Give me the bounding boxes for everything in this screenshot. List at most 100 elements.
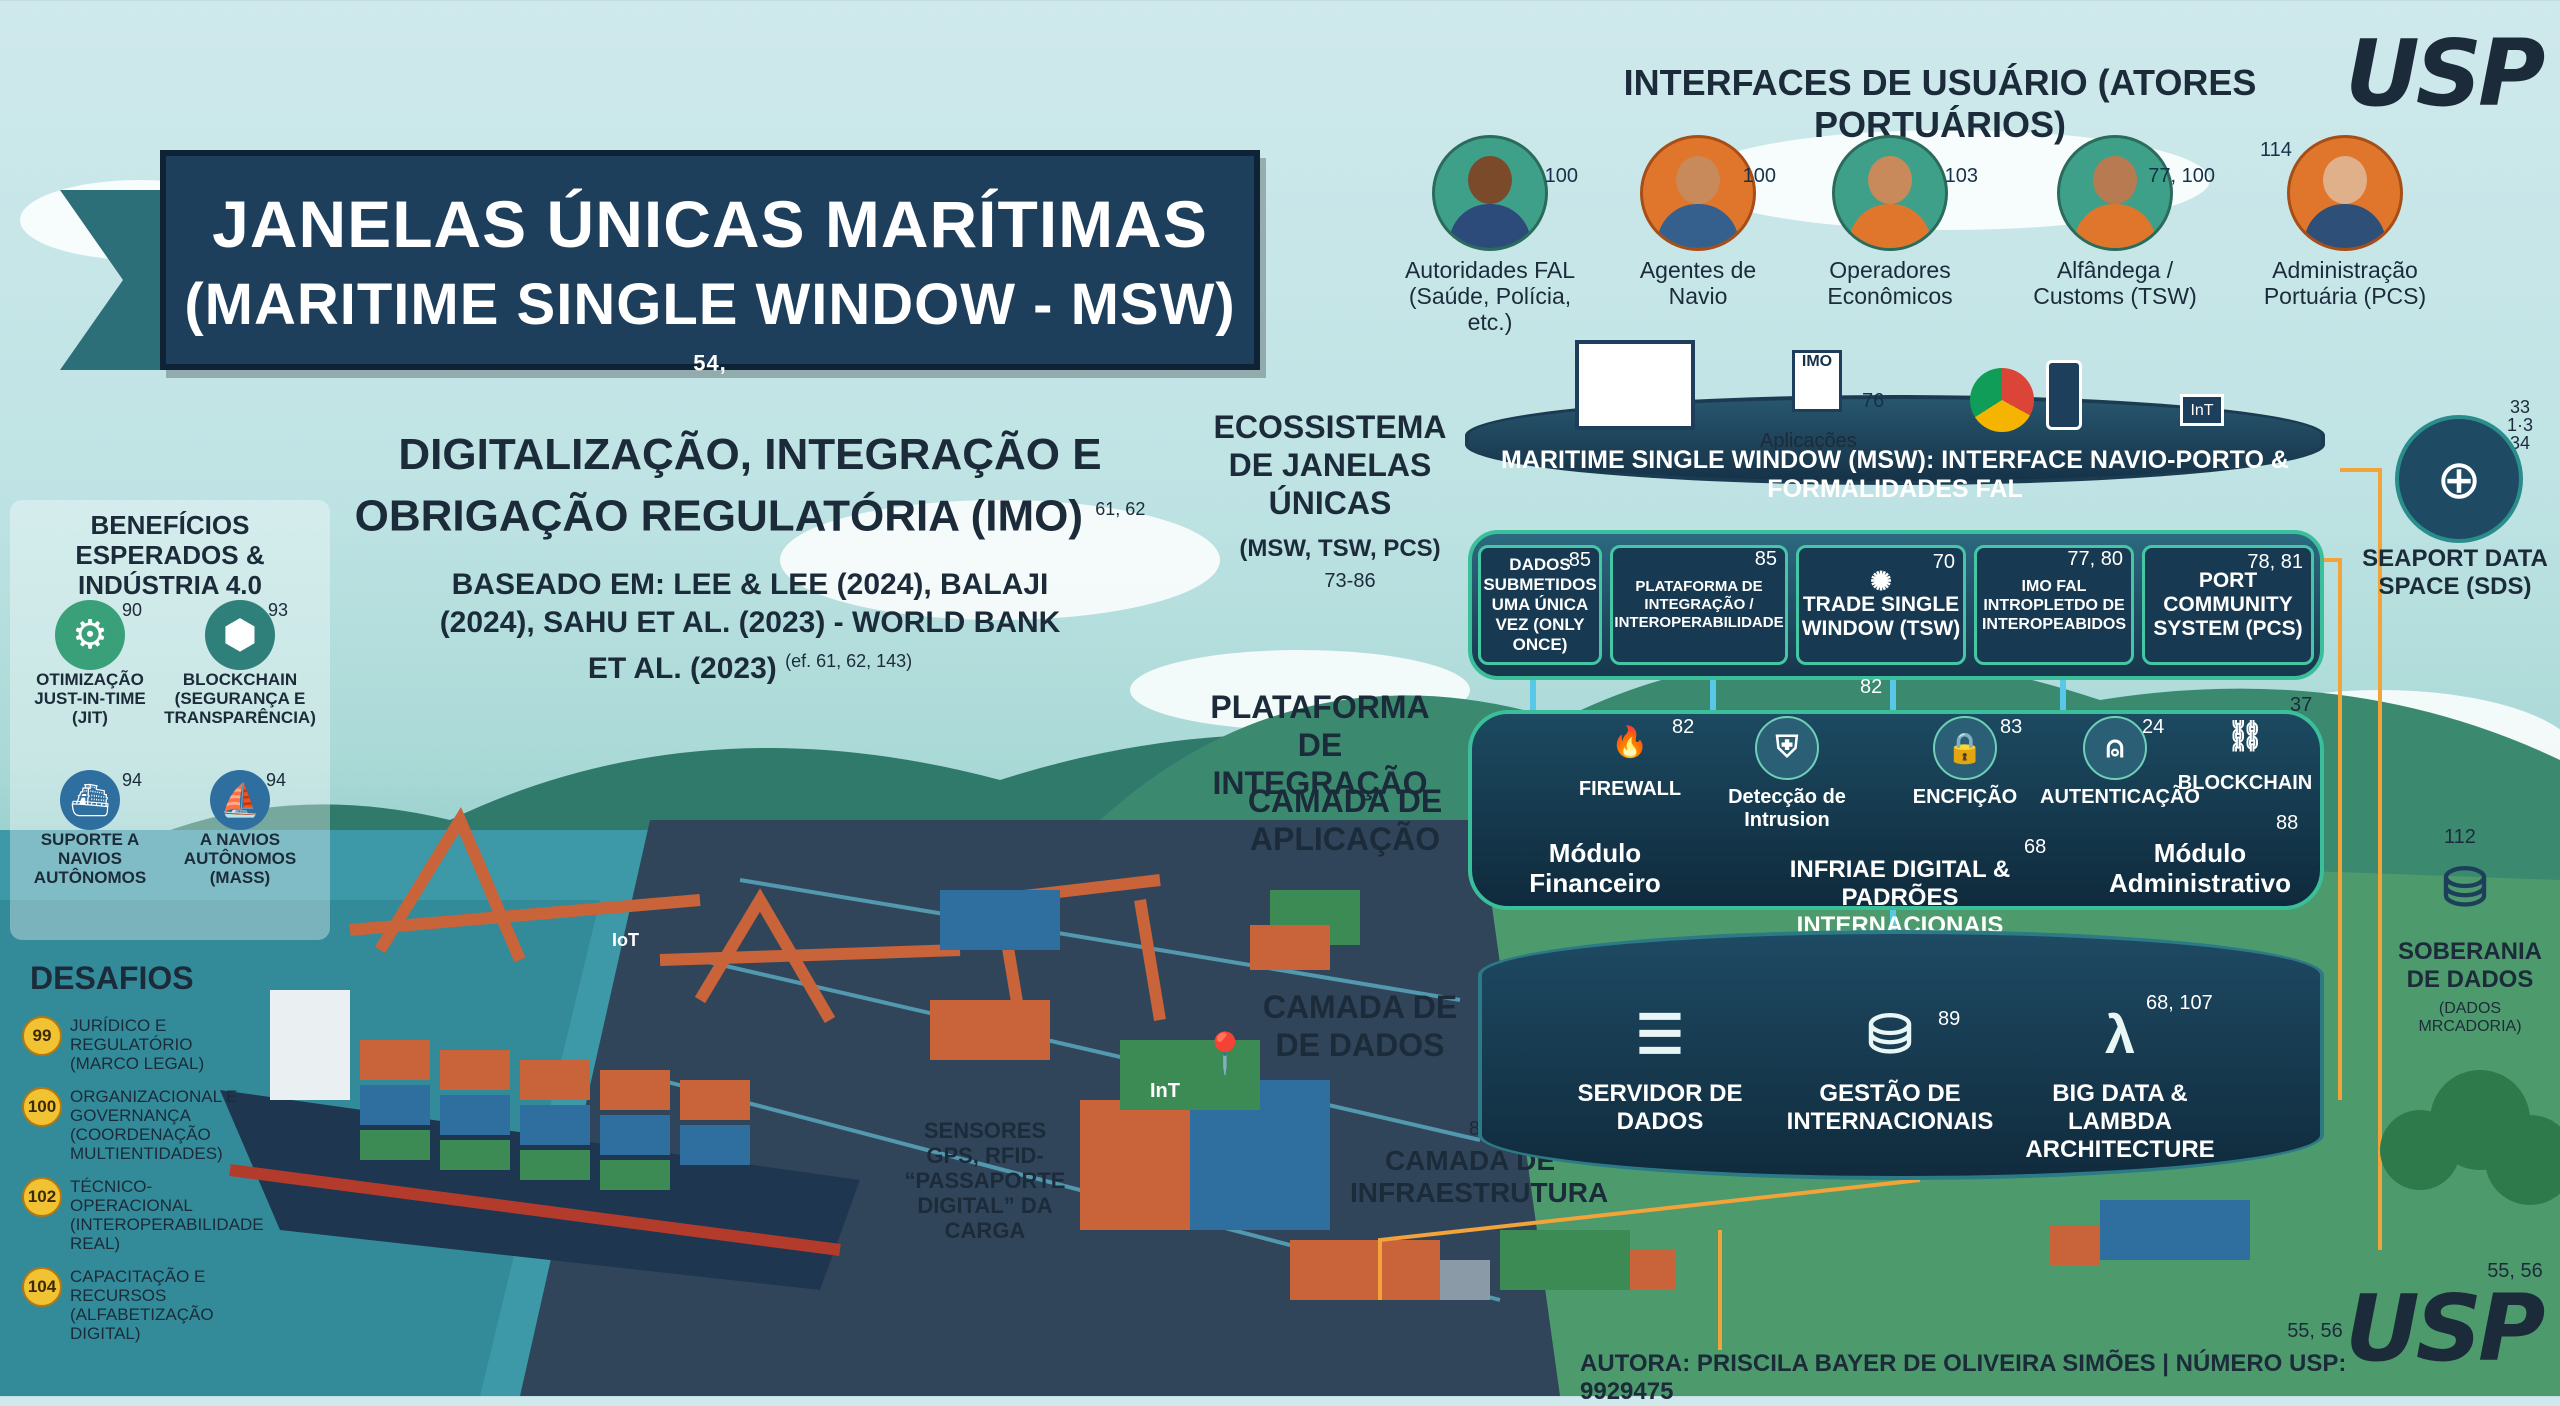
challenge-num: 104 xyxy=(22,1267,62,1307)
benefit-num: 94 xyxy=(266,770,287,790)
eco-num: 78, 81 xyxy=(2247,551,2303,573)
eco-text: DADOS SUBMETIDOS UMA ÚNICA VEZ (ONLY ONC… xyxy=(1483,555,1597,654)
mobile-icon xyxy=(2046,360,2082,430)
ecosystem-ref: 73-86 xyxy=(1324,570,1376,592)
challenges-list: 99 JURÍDICO E REGULATÓRIO (MARCO LEGAL) … xyxy=(22,1016,264,1343)
based-on-text: BASEADO EM: LEE & LEE (2024), BALAJI (20… xyxy=(439,568,1061,685)
sovereignty-label: SOBERANIA DE DADOS xyxy=(2397,938,2542,993)
apps-label: Aplicações xyxy=(1760,430,1857,452)
eco-num: 77, 80 xyxy=(2067,548,2123,570)
eco-text: IMO FAL INTROPLETDO DE INTEROPEABIDOS xyxy=(1981,577,2126,633)
imo-document-icon: IMO xyxy=(1792,350,1842,412)
server-icon: ☰ xyxy=(1635,1005,1685,1065)
benefit-label: SUPORTE A NAVIOS AUTÔNOMOS xyxy=(33,830,147,887)
challenge-text: TÉCNICO-OPERACIONAL (INTEROPERABILIDADE … xyxy=(70,1177,264,1253)
yard-containers xyxy=(930,890,1360,1230)
iot-label: IoT xyxy=(612,930,639,950)
security-num: 24 xyxy=(2142,716,2165,738)
sensors-label: SENSORES GPS, RFID- “PASSAPORTE DIGITAL”… xyxy=(904,1118,1066,1243)
data-layer xyxy=(1478,930,2324,1180)
avatar xyxy=(1832,135,1948,251)
eco-text: PLATAFORMA DE INTEGRAÇÃO / INTEROPERABIL… xyxy=(1614,578,1784,631)
actor-label: Autoridades FAL (Saúde, Polícia, etc.) xyxy=(1404,257,1576,335)
actors-heading: INTERFACES DE USUÁRIO (ATORES PORTUÁRIOS… xyxy=(1623,62,2257,145)
usp-logo-top: USP xyxy=(2345,20,2545,127)
flow-arrow xyxy=(2060,680,2066,730)
module-admin-num: 88 xyxy=(2276,812,2299,834)
benefit-num: 90 xyxy=(122,600,143,620)
monitor-icon xyxy=(1575,340,1695,430)
security-label: BLOCKCHAIN xyxy=(2177,772,2313,794)
eco-text: TRADE SINGLE WINDOW (TSW) xyxy=(1801,593,1961,640)
actor-label: Operadores Econômicos xyxy=(1827,257,1953,309)
sds-nums: 33 1·3 34 xyxy=(2506,397,2533,453)
trees xyxy=(2380,1070,2560,1205)
login-icon: ⍝ xyxy=(2083,716,2147,780)
avatar xyxy=(2287,135,2403,251)
security-num: 82 xyxy=(1860,676,1883,698)
benefit-mass: ⛵ A NAVIOS AUTÔNOMOS (MASS) xyxy=(160,770,320,887)
chain-icon: ⛓ xyxy=(2225,719,2265,753)
data-layer-label: CAMADA DE DE DADOS xyxy=(1262,989,1458,1063)
subtitle-ref: 61, 62 xyxy=(1095,499,1146,519)
challenge-text: ORGANIZACIONAL E GOVERNANÇA (COORDENAÇÃO… xyxy=(70,1087,238,1163)
security-num: 83 xyxy=(2000,716,2023,738)
data-num: 68, 107 xyxy=(2146,992,2213,1014)
data-management: ⛁ GESTÃO DE INTERNACIONAIS xyxy=(1780,1000,2000,1136)
challenge-num: 102 xyxy=(22,1177,62,1217)
benefit-label: BLOCKCHAIN (SEGURANÇA E TRANSPARÊNCIA) xyxy=(164,670,316,727)
security-blockchain: ⛓ BLOCKCHAIN xyxy=(2170,706,2320,795)
avatar xyxy=(2057,135,2173,251)
actor-num: 114 xyxy=(2260,139,2292,161)
benefit-blockchain: ⬢ BLOCKCHAIN (SEGURANÇA E TRANSPARÊNCIA) xyxy=(160,600,320,727)
padlock-icon: 🔒 xyxy=(1933,716,1997,780)
benefit-num: 93 xyxy=(268,600,289,620)
actor-num: 100 xyxy=(1742,165,1776,187)
bottom-nums-2: 55, 56 xyxy=(2287,1320,2343,1342)
subtitle: DIGITALIZAÇÃO, INTEGRAÇÃO E OBRIGAÇÃO RE… xyxy=(320,428,1180,544)
eco-text: PORT COMMUNITY SYSTEM (PCS) xyxy=(2153,569,2303,640)
sovereignty-sub: (DADOS MRCADORIA) xyxy=(2418,1000,2522,1035)
sovereignty-num: 112 xyxy=(2444,826,2476,848)
msw-banner-text: MARITIME SINGLE WINDOW (MSW): INTERFACE … xyxy=(1501,446,2289,503)
actor-customs: 77, 100 Alfândega / Customs (TSW) xyxy=(2025,135,2215,309)
benefit-num: 94 xyxy=(122,770,143,790)
actor-fal-authorities: 100 Autoridades FAL (Saúde, Polícia, etc… xyxy=(1390,135,1590,335)
benefit-jit: ⚙ OTIMIZAÇÃO JUST-IN-TIME (JIT) xyxy=(20,600,160,727)
trucks xyxy=(1290,1200,2250,1300)
actor-economic-operators: 103 Operadores Econômicos xyxy=(1790,135,1990,309)
avatar xyxy=(1432,135,1548,251)
challenge-item: 100 ORGANIZACIONAL E GOVERNANÇA (COORDEN… xyxy=(22,1087,252,1163)
gear-clock-icon: ⚙ xyxy=(55,600,125,670)
data-bigdata: λ BIG DATA & LAMBDA ARCHITECTURE xyxy=(2000,1000,2240,1164)
globe-network-icon: ✺ xyxy=(1870,566,1892,596)
bottom-nums: 55, 56 xyxy=(2487,1260,2543,1282)
blockchain-icon: ⬢ xyxy=(205,600,275,670)
challenge-item: 102 TÉCNICO-OPERACIONAL (INTEROPERABILID… xyxy=(22,1177,264,1253)
imo-label: IMO xyxy=(1801,353,1833,370)
challenge-num: 100 xyxy=(22,1087,62,1127)
eco-num: 85 xyxy=(1568,549,1591,571)
title-banner: JANELAS ÚNICAS MARÍTIMAS (MARITIME SINGL… xyxy=(160,150,1260,376)
actor-label: Agentes de Navio xyxy=(1639,257,1757,309)
ecosystem-box-pcs: 78, 81 PORT COMMUNITY SYSTEM (PCS) xyxy=(2142,545,2314,665)
benefit-label: A NAVIOS AUTÔNOMOS (MASS) xyxy=(183,830,297,887)
globe-network-icon: ⊕ xyxy=(2395,415,2523,543)
title-ref: 54, xyxy=(693,350,727,376)
challenge-num: 99 xyxy=(22,1016,62,1056)
actor-num: 100 xyxy=(1544,165,1578,187)
browser-icon xyxy=(1970,368,2034,432)
based-on: BASEADO EM: LEE & LEE (2024), BALAJI (20… xyxy=(430,566,1070,688)
benefits-panel xyxy=(10,500,330,940)
challenge-text: CAPACITAÇÃO E RECURSOS (ALFABETIZAÇÃO DI… xyxy=(70,1267,214,1343)
location-pin-icon: 📍 xyxy=(1200,1032,1250,1076)
shield-warning-icon: ⛨ xyxy=(1755,716,1819,780)
data-num: 89 xyxy=(1938,1008,1961,1030)
ship-icon: ⛴ xyxy=(60,770,120,830)
data-label: GESTÃO DE INTERNACIONAIS xyxy=(1786,1080,1994,1135)
database-icon: ⛁ xyxy=(1867,1005,1913,1065)
challenge-item: 99 JURÍDICO E REGULATÓRIO (MARCO LEGAL) xyxy=(22,1016,252,1073)
flow-arrow xyxy=(1710,680,1716,730)
module-infra-num: 68 xyxy=(2024,836,2047,858)
ecosystem-box-only-once: 85 DADOS SUBMETIDOS UMA ÚNICA VEZ (ONLY … xyxy=(1478,545,1602,665)
